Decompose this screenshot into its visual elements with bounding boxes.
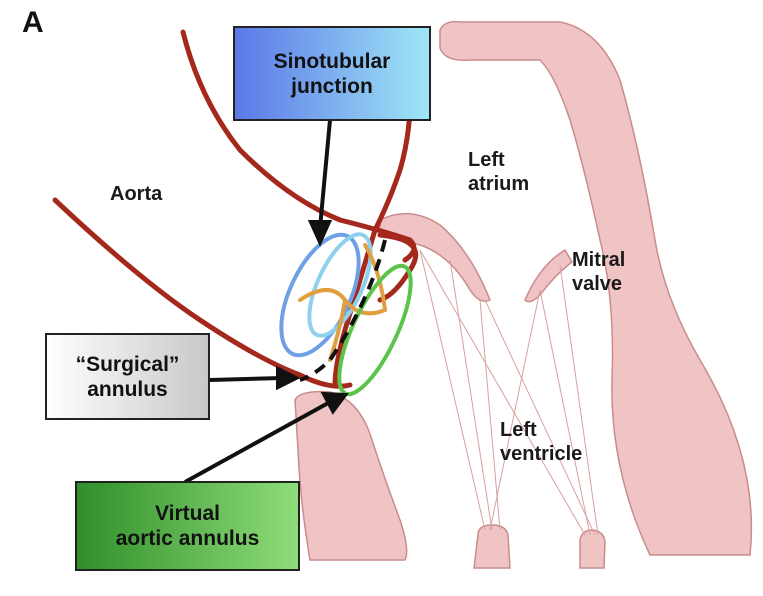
virtual-line1: Virtual <box>155 501 220 526</box>
left-ventricle-line2: ventricle <box>500 442 582 466</box>
sinotubular-junction-box: Sinotubular junction <box>233 26 431 121</box>
virtual-aortic-annulus-box: Virtual aortic annulus <box>75 481 300 571</box>
surgical-line2: annulus <box>87 377 168 402</box>
surgical-line1: “Surgical” <box>76 352 180 377</box>
papillary-muscle-left <box>474 525 510 568</box>
panel-letter: A <box>22 6 44 40</box>
aorta-label: Aorta <box>110 182 162 206</box>
mitral-valve-line1: Mitral <box>572 248 625 272</box>
surgical-annulus-box: “Surgical” annulus <box>45 333 210 420</box>
papillary-muscle-right <box>580 530 605 568</box>
mitral-valve-line2: valve <box>572 272 625 296</box>
sinotubular-line1: Sinotubular <box>274 49 391 74</box>
mitral-posterior-leaflet <box>525 250 572 302</box>
mitral-valve-label: Mitral valve <box>572 248 625 296</box>
left-atrium-label: Left atrium <box>468 148 529 196</box>
sinotubular-line2: junction <box>291 74 373 99</box>
arrow-surgical <box>210 378 282 380</box>
left-atrium-line1: Left <box>468 148 529 172</box>
left-ventricle-label: Left ventricle <box>500 418 582 466</box>
ventricular-septum <box>295 392 407 560</box>
virtual-line2: aortic annulus <box>116 526 260 551</box>
left-atrium-line2: atrium <box>468 172 529 196</box>
left-ventricle-line1: Left <box>500 418 582 442</box>
